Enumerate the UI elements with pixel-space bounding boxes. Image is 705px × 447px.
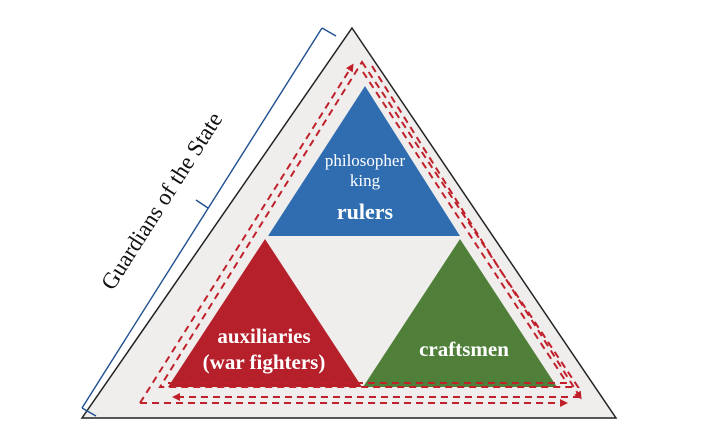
- dashed-arrow-outer: [158, 60, 580, 388]
- rulers-label: rulers: [337, 199, 394, 224]
- dashed-arrow-inner: [168, 71, 569, 384]
- rulers-sublabel-line2: king: [350, 171, 381, 190]
- auxiliaries-triangle: [168, 239, 362, 387]
- craftsmen-label: craftsmen: [419, 337, 509, 361]
- auxiliaries-label-line2: (war fighters): [203, 350, 326, 374]
- dashed-arrow-left-up: [139, 63, 354, 404]
- rulers-triangle: [268, 86, 460, 236]
- rulers-sublabel-line1: philosopher: [325, 151, 406, 170]
- craftsmen-triangle: [363, 239, 557, 387]
- guardians-bracket: [81, 27, 337, 417]
- center-triangle: [266, 238, 460, 387]
- auxiliaries-label-line1: auxiliaries: [217, 324, 310, 348]
- dashed-arrow-right-down: [371, 65, 582, 400]
